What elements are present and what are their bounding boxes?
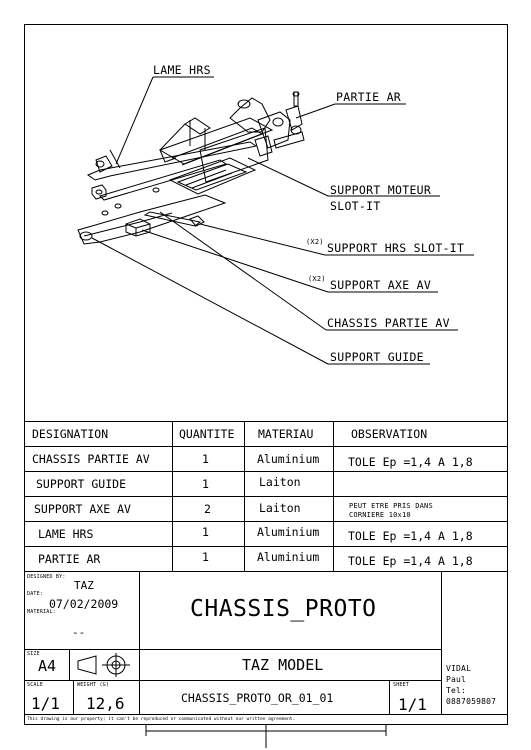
part-number: CHASSIS_PROTO_OR_01_01 — [181, 691, 334, 705]
weight-label: WEIGHT (G) — [77, 682, 110, 688]
sheet-number: 1/1 — [398, 695, 427, 714]
tel-label: Tel: — [446, 686, 467, 695]
bom-header-designation: DESIGNATION — [32, 427, 109, 441]
callout-quantity-x2-hrs: (X2) — [306, 238, 324, 246]
bom-designation-cell: CHASSIS PARTIE AV — [32, 452, 150, 466]
bom-observation-cell: TOLE Ep =1,4 A 1,8 — [348, 529, 473, 543]
callout-support-guide: SUPPORT GUIDE — [330, 350, 424, 364]
callout-support-moteur: SUPPORT MOTEUR — [330, 183, 432, 197]
scale-label: SCALE — [27, 682, 44, 688]
bom-observation-cell: TOLE Ep =1,4 A 1,8 — [348, 455, 473, 469]
bom-header-materiau: MATERIAU — [258, 427, 314, 441]
date-label: DATE: — [27, 591, 44, 597]
drawing-date: 07/02/2009 — [49, 597, 119, 611]
bom-material-cell: Aluminium — [257, 550, 320, 564]
drawing-sheet — [24, 24, 508, 725]
weight-value: 12,6 — [86, 694, 125, 713]
model-name: TAZ MODEL — [242, 656, 324, 674]
person-name: Paul — [446, 675, 467, 684]
size-label: SIZE — [27, 651, 40, 657]
callout-slot-it: SLOT-IT — [330, 199, 381, 213]
company-name: VIDAL — [446, 664, 472, 673]
bottom-ruler — [145, 725, 387, 748]
bom-designation-cell: PARTIE AR — [38, 552, 101, 566]
bom-material-cell: Aluminium — [257, 525, 320, 539]
material-value: -- — [72, 626, 86, 639]
bom-qty-cell: 1 — [202, 452, 209, 466]
bom-header-observation: OBSERVATION — [351, 427, 428, 441]
bom-qty-cell: 1 — [202, 477, 209, 491]
bom-material-cell: Laiton — [259, 475, 301, 489]
copyright-notice: This drawing is our property; it can't b… — [27, 717, 296, 722]
callout-lame-hrs: LAME HRS — [153, 63, 211, 77]
bom-designation-cell: LAME HRS — [38, 527, 94, 541]
sheet-label: SHEET — [393, 682, 410, 688]
projection-symbol-icon — [77, 653, 130, 677]
bom-qty-cell: 2 — [204, 502, 211, 516]
bom-qty-cell: 1 — [202, 550, 209, 564]
tel-number: 0887059807 — [446, 697, 497, 706]
bom-observation-cell: TOLE Ep =1,4 A 1,8 — [348, 554, 473, 568]
bom-material-cell: Aluminium — [257, 452, 320, 466]
bom-designation-cell: SUPPORT AXE AV — [34, 502, 131, 516]
chassis-isometric-drawing — [77, 76, 474, 365]
bom-designation-cell: SUPPORT GUIDE — [36, 477, 127, 491]
drawing-title: CHASSIS_PROTO — [190, 596, 377, 622]
callout-chassis-partie-av: CHASSIS PARTIE AV — [327, 316, 450, 330]
bom-observation-cell: CORNIERE 10x10 — [349, 511, 411, 519]
bom-observation-cell: PEUT ETRE PRIS DANS — [349, 502, 433, 510]
bom-header-quantite: QUANTITE — [179, 427, 235, 441]
sheet-size: A4 — [38, 657, 57, 675]
callout-support-hrs: SUPPORT HRS SLOT-IT — [327, 241, 465, 255]
bom-material-cell: Laiton — [259, 501, 301, 515]
material-label: MATERIAL: — [27, 609, 56, 615]
designer-name: TAZ — [74, 579, 94, 592]
callout-quantity-x2-axe: (X2) — [308, 275, 326, 283]
designed-by-label: DESIGNED BY: — [27, 574, 66, 580]
bom-qty-cell: 1 — [202, 525, 209, 539]
scale-value: 1/1 — [31, 694, 60, 713]
callout-partie-ar: PARTIE AR — [336, 90, 402, 104]
callout-support-axe: SUPPORT AXE AV — [330, 278, 432, 292]
